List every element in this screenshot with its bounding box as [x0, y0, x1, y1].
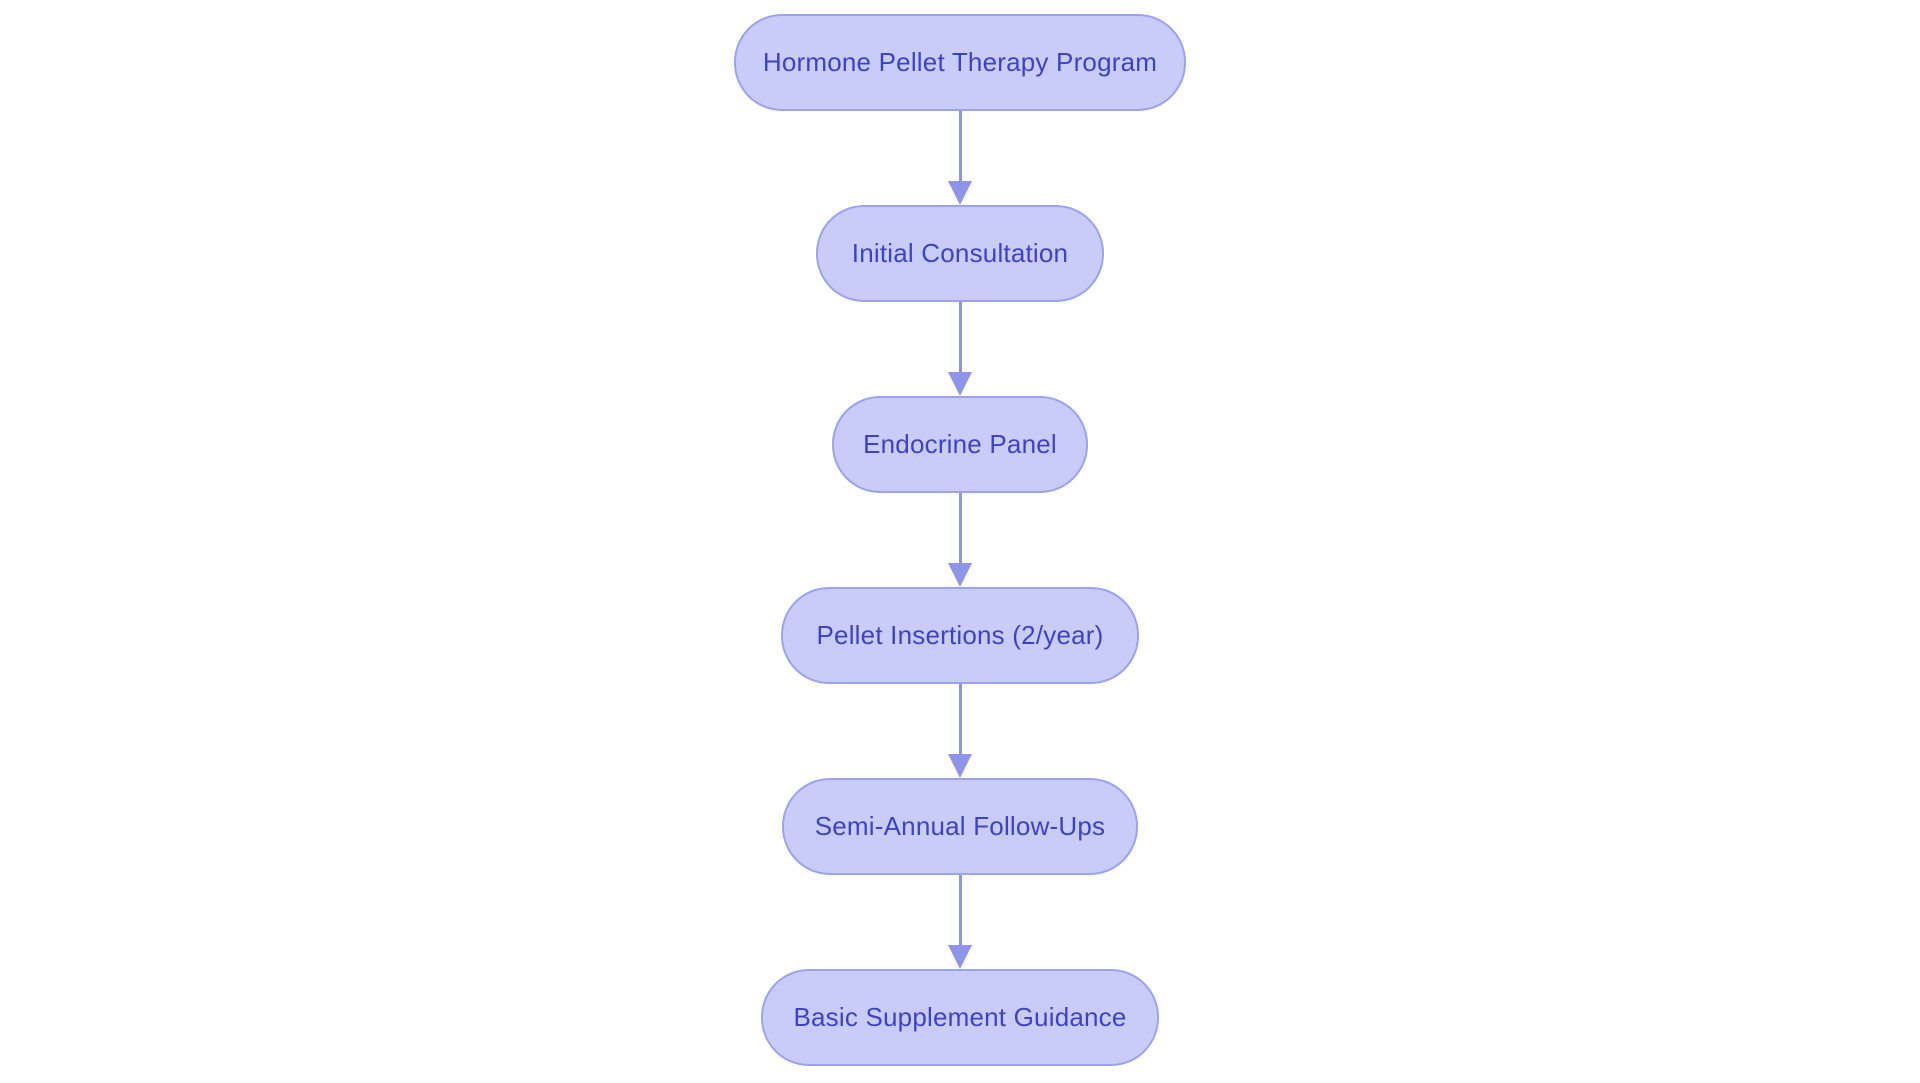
flow-connector [948, 493, 972, 587]
flow-node-initial-consultation: Initial Consultation [816, 205, 1104, 302]
arrowhead-down-icon [948, 563, 972, 587]
connector-line [958, 684, 962, 754]
flow-connector [948, 684, 972, 778]
flow-connector [948, 111, 972, 205]
connector-line [958, 875, 962, 945]
flow-node-label: Basic Supplement Guidance [793, 1002, 1127, 1032]
flow-node-label: Endocrine Panel [863, 429, 1057, 459]
flow-node-label: Hormone Pellet Therapy Program [762, 47, 1158, 77]
connector-line [958, 493, 962, 563]
arrowhead-down-icon [948, 372, 972, 396]
connector-line [958, 111, 962, 181]
connector-line [958, 302, 962, 372]
flow-node-label: Semi-Annual Follow-Ups [814, 811, 1106, 841]
flow-connector [948, 302, 972, 396]
flow-node-endocrine-panel: Endocrine Panel [832, 396, 1088, 493]
flow-connector [948, 875, 972, 969]
flow-node-label: Initial Consultation [851, 238, 1069, 268]
flow-node-semi-annual-follow-ups: Semi-Annual Follow-Ups [782, 778, 1138, 875]
flow-node-hormone-pellet-therapy-program: Hormone Pellet Therapy Program [734, 14, 1186, 111]
flow-node-pellet-insertions: Pellet Insertions (2/year) [781, 587, 1139, 684]
flow-node-basic-supplement-guidance: Basic Supplement Guidance [761, 969, 1159, 1066]
flow-node-label: Pellet Insertions (2/year) [816, 620, 1104, 650]
arrowhead-down-icon [948, 754, 972, 778]
arrowhead-down-icon [948, 181, 972, 205]
arrowhead-down-icon [948, 945, 972, 969]
